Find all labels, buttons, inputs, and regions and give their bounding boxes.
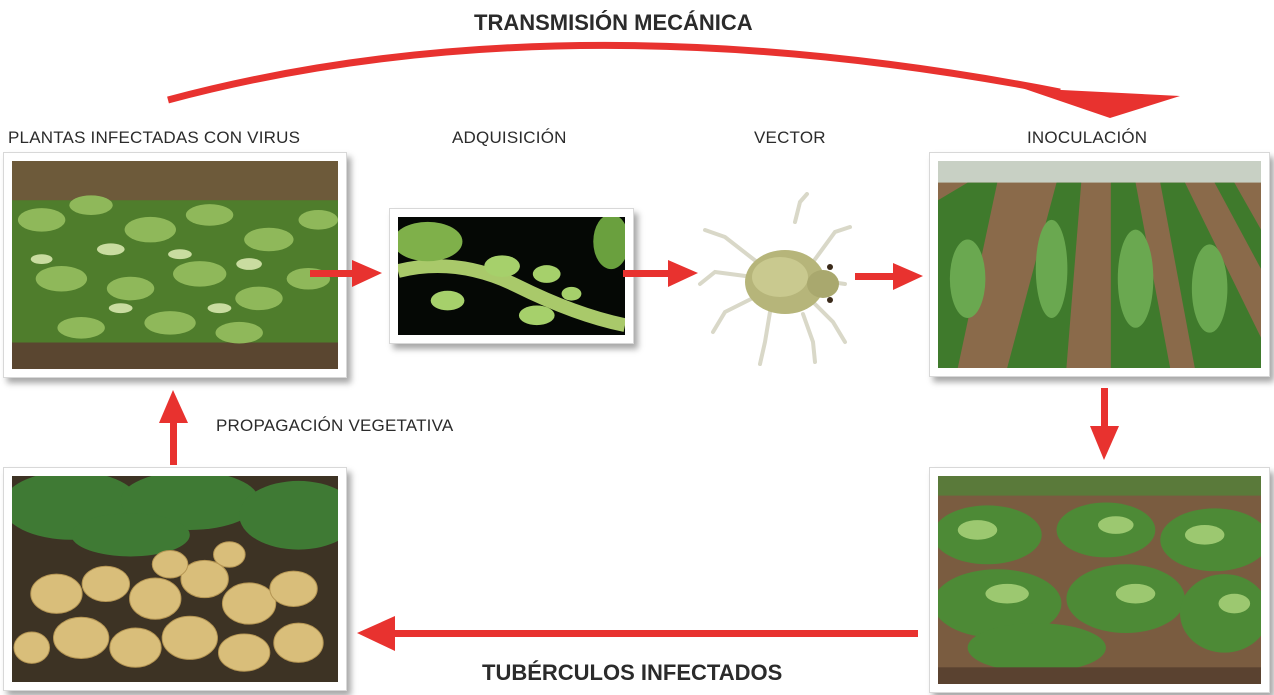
arrow-plants-to-acquisition bbox=[310, 260, 382, 287]
arrow-transmision-mecanica bbox=[168, 45, 1180, 118]
arrow-vector-to-inoculation bbox=[855, 263, 923, 290]
arrow-propagacion-vegetativa bbox=[159, 390, 188, 465]
arrow-inoculation-to-field bbox=[1090, 388, 1119, 460]
arrow-acquisition-to-vector bbox=[623, 260, 698, 287]
arrow-tuberculos-infectados bbox=[357, 616, 918, 651]
